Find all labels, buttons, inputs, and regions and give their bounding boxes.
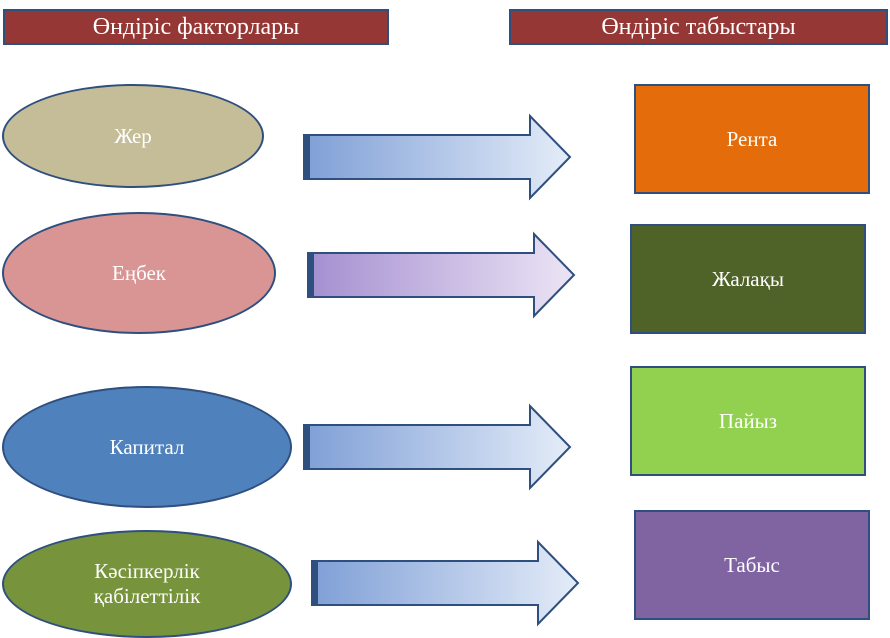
arrow-entrepreneurship-to-profit [311,539,580,627]
income-wage-label: Жалақы [712,266,784,291]
income-wage: Жалақы [630,224,866,334]
factor-capital-label: Капитал [109,434,185,459]
arrow-capital-to-interest [303,403,572,491]
factor-labor: Еңбек [2,212,276,334]
factors-header: Өндіріс факторлары [3,9,389,45]
income-interest: Пайыз [630,366,866,476]
income-interest-label: Пайыз [718,408,778,433]
factor-entrepreneurship: Кәсіпкерлік қабілеттілік [2,530,292,638]
factor-entrepreneurship-line2: қабілеттілік [93,584,201,608]
factor-land: Жер [2,84,264,188]
factor-labor-label: Еңбек [112,260,166,285]
factor-capital: Капитал [2,386,292,508]
income-profit: Табыс [634,510,870,620]
income-rent-label: Рента [726,126,778,151]
arrow-labor-to-wage [307,231,576,319]
income-rent: Рента [634,84,870,194]
incomes-header: Өндіріс табыстары [509,9,888,45]
income-profit-label: Табыс [724,552,780,577]
factor-land-label: Жер [114,123,152,148]
arrow-land-to-rent [303,113,572,201]
factor-entrepreneurship-line1: Кәсіпкерлік [94,559,200,583]
factor-entrepreneurship-label: Кәсіпкерлік қабілеттілік [94,559,201,609]
